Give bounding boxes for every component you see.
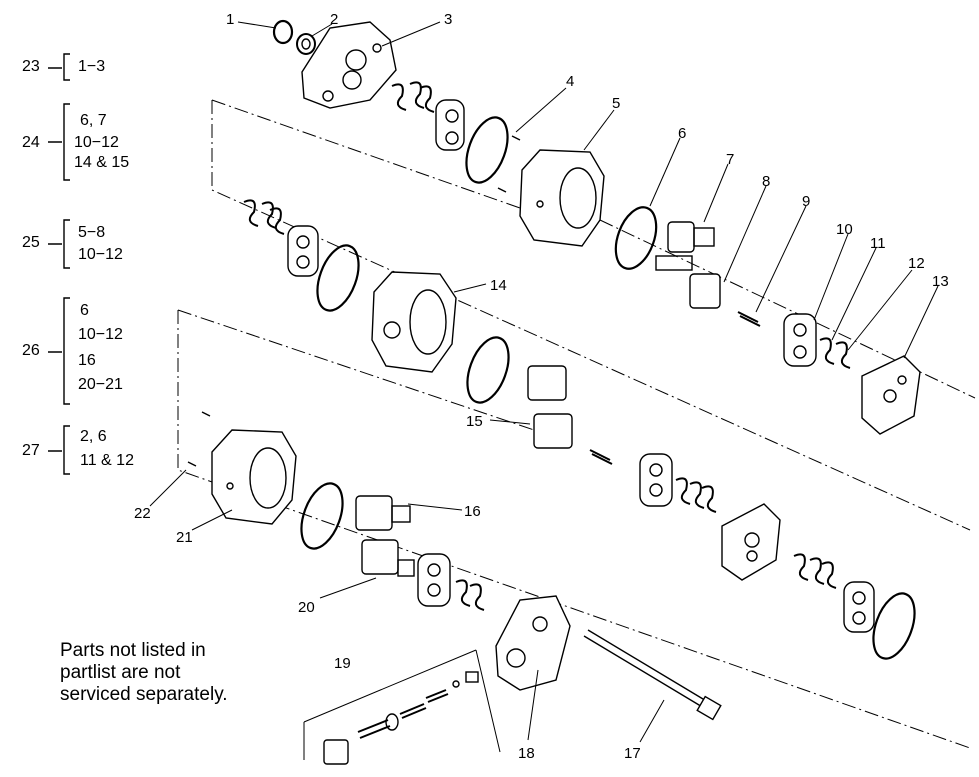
bearing-block-top — [435, 99, 465, 151]
seal-springs-lower — [455, 579, 485, 611]
callout-2: 2 — [330, 11, 338, 28]
group-item: 20−21 — [78, 376, 123, 393]
note-line: Parts not listed in — [60, 640, 206, 661]
group-item: 11 & 12 — [80, 452, 134, 469]
callout-15: 15 — [466, 413, 483, 430]
middle-plate — [721, 503, 781, 581]
o-ring-lower — [300, 482, 344, 550]
group-25: 25 5−8 10−12 — [22, 218, 162, 268]
callout-18: 18 — [518, 745, 535, 762]
o-ring-top — [465, 116, 509, 184]
group-23: 23 1−3 — [22, 52, 162, 82]
group-item: 2, 6 — [80, 428, 107, 445]
seal-part-2 — [296, 33, 316, 55]
seal-springs-right — [793, 553, 837, 589]
note-line: serviced separately. — [60, 684, 228, 705]
bearing-block-lower — [417, 553, 451, 607]
relief-valve-part-19 — [303, 649, 501, 765]
callout-12: 12 — [908, 255, 925, 272]
callout-9: 9 — [802, 193, 810, 210]
bearing-block-middle — [287, 225, 319, 277]
callout-13: 13 — [932, 273, 949, 290]
group-item: 16 — [78, 352, 96, 369]
gear-part-20 — [361, 539, 415, 577]
bearing-block-part-10 — [783, 313, 817, 367]
callout-numbers: 1 2 3 4 5 6 7 8 9 10 11 12 13 14 15 16 1… — [134, 11, 949, 762]
bearing-block-right — [843, 581, 875, 633]
dowel-pins-part-4 — [497, 135, 521, 193]
group-27: 27 2, 6 11 & 12 — [22, 424, 162, 480]
group-item: 14 & 15 — [74, 154, 130, 171]
seal-springs-middle — [243, 199, 285, 235]
group-number: 27 — [22, 442, 40, 459]
gear-housing-part-5 — [519, 149, 605, 247]
group-item: 1−3 — [78, 58, 106, 75]
group-item: 10−12 — [78, 326, 123, 343]
rear-cover-part-18 — [495, 595, 571, 691]
bearing-block-lower-middle — [639, 453, 673, 507]
bolt-part-17 — [583, 629, 722, 721]
callout-8: 8 — [762, 173, 770, 190]
gear-part-16 — [355, 495, 411, 531]
spring-part-9 — [737, 311, 761, 327]
group-26: 26 6 10−12 16 20−21 — [22, 294, 162, 404]
group-number: 26 — [22, 342, 40, 359]
o-ring-middle — [316, 244, 360, 312]
seal-springs-lower-middle — [675, 477, 717, 513]
callout-19: 19 — [334, 655, 351, 672]
service-note: Parts not listed in partlist are not ser… — [60, 640, 228, 706]
seal-parts-11-12 — [819, 337, 851, 369]
callout-21: 21 — [176, 529, 193, 546]
callout-7: 7 — [726, 151, 734, 168]
group-item: 6, 7 — [80, 112, 107, 129]
gear-housing-part-21 — [211, 429, 297, 525]
drive-gear-shaft-part-8 — [655, 255, 721, 309]
callout-17: 17 — [624, 745, 641, 762]
callout-14: 14 — [490, 277, 507, 294]
callout-5: 5 — [612, 95, 620, 112]
callout-4: 4 — [566, 73, 574, 90]
group-number: 24 — [22, 134, 40, 151]
dowel-pins-part-22 — [187, 411, 211, 467]
front-cover-part-3 — [301, 21, 397, 109]
gear-shaft-part-7 — [667, 221, 715, 253]
callout-10: 10 — [836, 221, 853, 238]
gear-housing-part-14 — [371, 271, 457, 373]
callout-20: 20 — [298, 599, 315, 616]
rear-cover-part-13 — [861, 355, 921, 435]
note-line: partlist are not — [60, 662, 181, 683]
group-item: 5−8 — [78, 224, 106, 241]
snap-ring-part-1 — [272, 19, 294, 45]
leader-lines — [149, 21, 939, 743]
callout-22: 22 — [134, 505, 151, 522]
o-ring-right — [872, 592, 916, 660]
group-item: 6 — [80, 302, 89, 319]
seal-springs-top — [391, 81, 435, 113]
callout-11: 11 — [870, 235, 886, 252]
legend-brackets — [48, 53, 70, 475]
callout-16: 16 — [464, 503, 481, 520]
o-ring-part-6 — [614, 206, 658, 270]
group-item: 10−12 — [78, 246, 123, 263]
group-number: 23 — [22, 58, 40, 75]
group-number: 25 — [22, 234, 40, 251]
callout-6: 6 — [678, 125, 686, 142]
o-ring-mid-right — [466, 336, 510, 404]
group-item: 10−12 — [74, 134, 119, 151]
gear-set-part-15 — [527, 365, 613, 465]
callout-3: 3 — [444, 11, 452, 28]
callout-1: 1 — [226, 11, 234, 28]
group-24: 24 6, 7 10−12 14 & 15 — [22, 100, 162, 180]
